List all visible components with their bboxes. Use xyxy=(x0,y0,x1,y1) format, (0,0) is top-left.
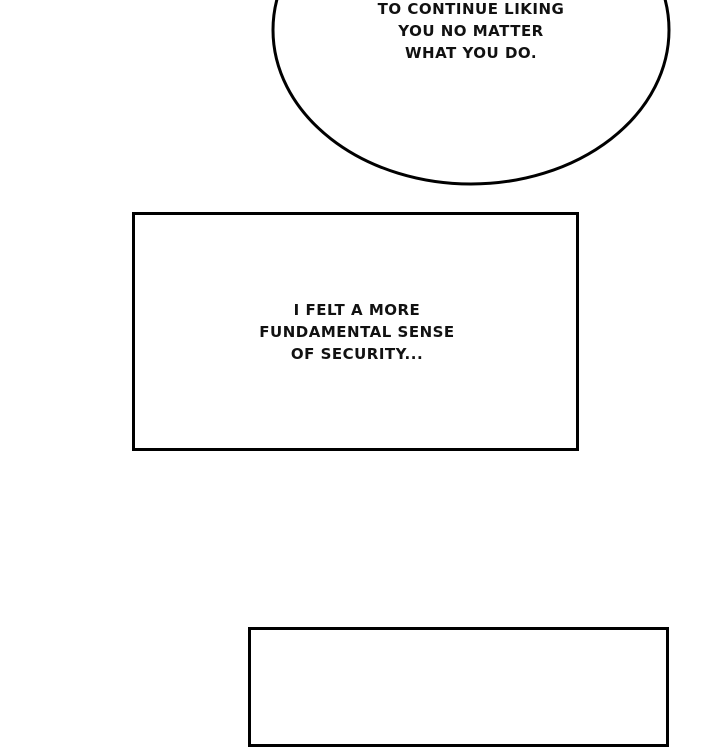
narration-box xyxy=(132,212,579,451)
speech-bubble-text: TO CONTINUE LIKING YOU NO MATTER WHAT YO… xyxy=(321,0,621,64)
bubble-line: WHAT YOU DO. xyxy=(404,44,538,62)
speech-bubble-outline xyxy=(271,0,671,186)
narration-line: FUNDAMENTAL SENSE xyxy=(259,323,455,341)
narration-line: I FELT A MORE xyxy=(293,301,421,319)
narration-line: OF SECURITY... xyxy=(290,345,424,363)
bubble-line: YOU NO MATTER xyxy=(398,22,544,40)
narration-text: I FELT A MORE FUNDAMENTAL SENSE OF SECUR… xyxy=(207,299,507,365)
bubble-line: TO CONTINUE LIKING xyxy=(377,0,565,18)
next-panel-box xyxy=(248,627,669,747)
